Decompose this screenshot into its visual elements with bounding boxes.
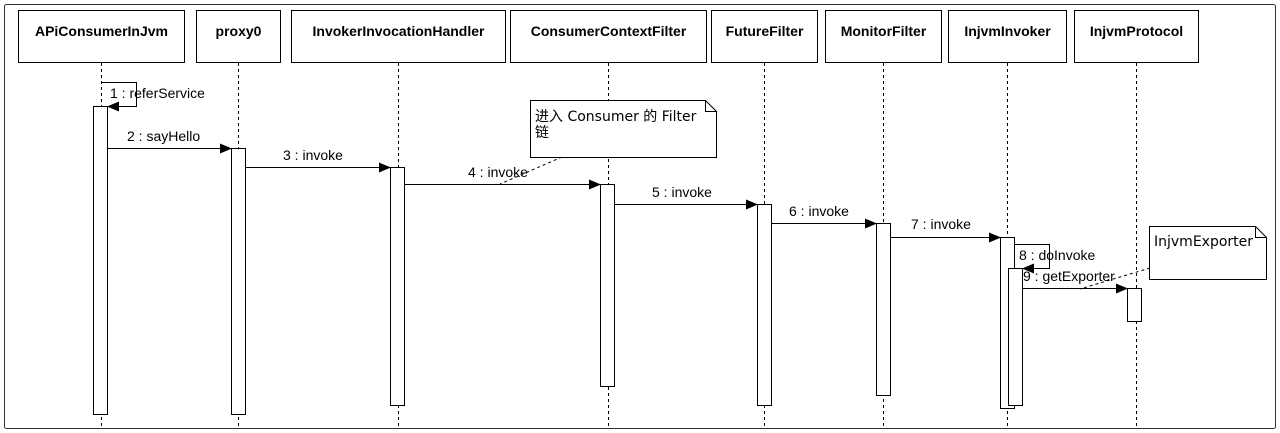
message-7-label: 7 : invoke [911, 216, 971, 232]
message-8-label: 8 : doInvoke [1019, 247, 1095, 263]
activation-futurefilter [757, 204, 772, 406]
activation-monitorfilter [876, 223, 891, 396]
diagram-frame [4, 4, 1276, 429]
participant-monitorfilter: MonitorFilter [825, 10, 942, 63]
note-2-fold [1255, 226, 1267, 238]
note-consumer-filter-chain: 进入 Consumer 的 Filter 链 [499, 100, 717, 185]
participant-box [1074, 10, 1199, 63]
activation-consumercontextfilter [600, 184, 615, 387]
message-2-label: 2 : sayHello [127, 128, 200, 144]
participant-label: FutureFilter [726, 23, 804, 39]
messages [101, 82, 1128, 294]
participant-apiconsumerinjvm: APiConsumerInJvm [18, 10, 185, 63]
participant-box [18, 10, 185, 63]
participant-invokerinvocationhandler: InvokerInvocationHandler [291, 10, 506, 63]
message-8-arrow [1015, 244, 1050, 274]
activation-injvminvoker-nested [1008, 268, 1023, 406]
note-1-box [530, 100, 717, 158]
participant-box [291, 10, 506, 63]
participant-label: proxy0 [216, 23, 262, 39]
note-1-line-2: 链 [535, 125, 549, 141]
note-2-box [1149, 226, 1267, 280]
participant-box [196, 10, 281, 63]
message-5-label: 5 : invoke [652, 184, 712, 200]
participant-label: InjvmInvoker [964, 23, 1051, 39]
note-1-connector [499, 156, 563, 185]
activation-apiconsumerinjvm [93, 106, 108, 415]
activation-proxy0 [231, 148, 246, 415]
note-1-line-1: 进入 Consumer 的 Filter [535, 109, 697, 125]
participant-label: APiConsumerInJvm [35, 23, 168, 39]
message-1-label: 1 : referService [110, 85, 205, 101]
message-4-label: 4 : invoke [468, 164, 528, 180]
activation-injvmprotocol [1127, 288, 1142, 322]
note-injvm-exporter: InjvmExporter [1079, 226, 1267, 290]
note-1-fold [705, 100, 717, 112]
participant-label: InjvmProtocol [1090, 23, 1183, 39]
participant-label: MonitorFilter [841, 23, 927, 39]
message-3-label: 3 : invoke [283, 147, 343, 163]
participant-box [510, 10, 707, 63]
participant-proxy0: proxy0 [196, 10, 281, 63]
activations [93, 106, 1142, 415]
participant-futurefilter: FutureFilter [711, 10, 818, 63]
participant-injvminvoker: InjvmInvoker [948, 10, 1067, 63]
participant-injvmprotocol: InjvmProtocol [1074, 10, 1199, 63]
participant-consumercontextfilter: ConsumerContextFilter [510, 10, 707, 63]
activation-invokerinvocationhandler [390, 167, 405, 406]
participant-box [711, 10, 818, 63]
participant-box [825, 10, 942, 63]
participant-label: ConsumerContextFilter [531, 23, 687, 39]
message-9-label: 9 : getExporter [1023, 268, 1115, 284]
message-1-arrow [101, 82, 137, 112]
message-6-label: 6 : invoke [789, 203, 849, 219]
note-2-line-1: InjvmExporter [1154, 234, 1253, 250]
note-2-connector [1079, 267, 1151, 290]
participant-label: InvokerInvocationHandler [313, 23, 485, 39]
participant-box [948, 10, 1067, 63]
